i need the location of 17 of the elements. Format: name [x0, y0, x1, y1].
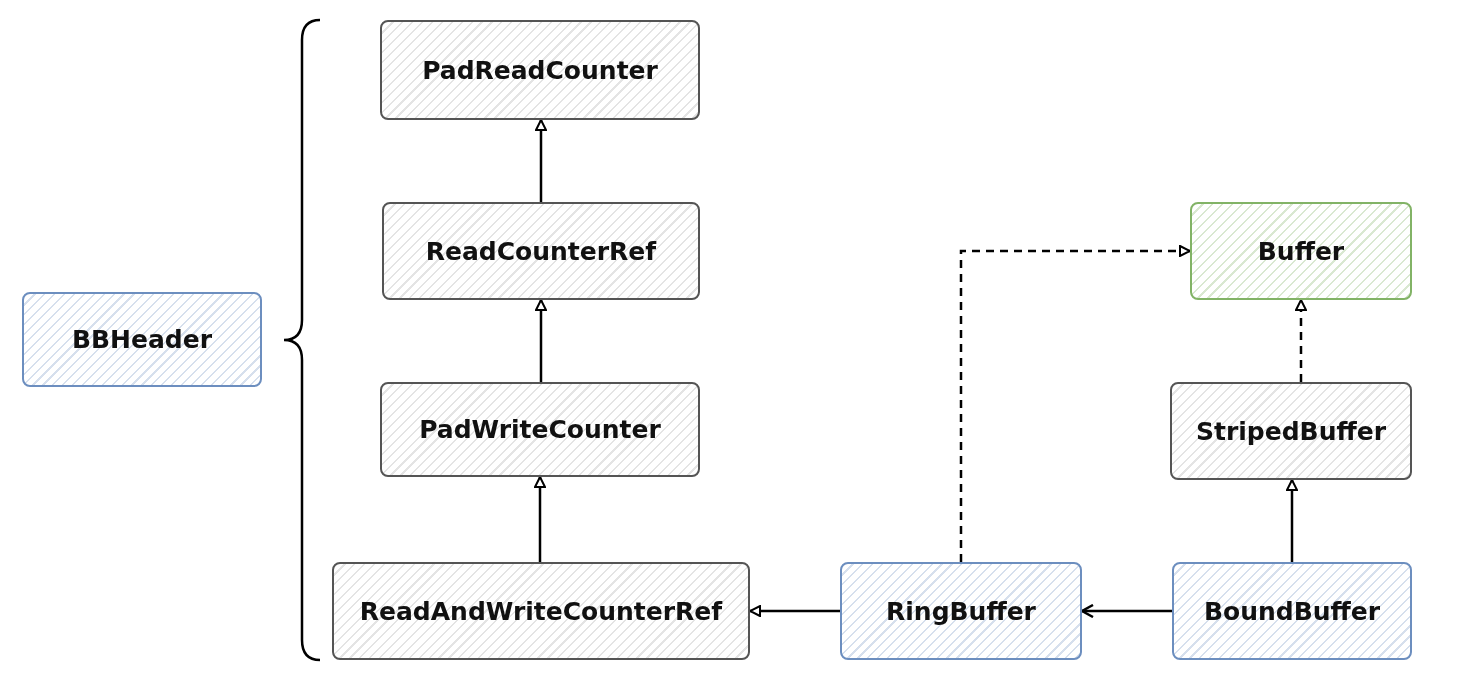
class-box: BoundBuffer: [1172, 562, 1412, 660]
class-box: PadReadCounter: [380, 20, 700, 120]
arrow: [535, 299, 547, 382]
class-box: PadWriteCounter: [380, 382, 700, 477]
arrow: [1080, 603, 1172, 619]
arrow: [959, 245, 1191, 562]
arrow: [1286, 479, 1298, 562]
arrow: [1295, 299, 1307, 382]
class-box: StripedBuffer: [1170, 382, 1412, 480]
class-box: BBHeader: [22, 292, 262, 387]
arrow: [534, 476, 546, 562]
class-box: Buffer: [1190, 202, 1412, 300]
class-box: RingBuffer: [840, 562, 1082, 660]
class-box: ReadCounterRef: [382, 202, 700, 300]
arrow: [749, 605, 840, 617]
class-box: ReadAndWriteCounterRef: [332, 562, 750, 660]
arrow: [535, 119, 547, 202]
